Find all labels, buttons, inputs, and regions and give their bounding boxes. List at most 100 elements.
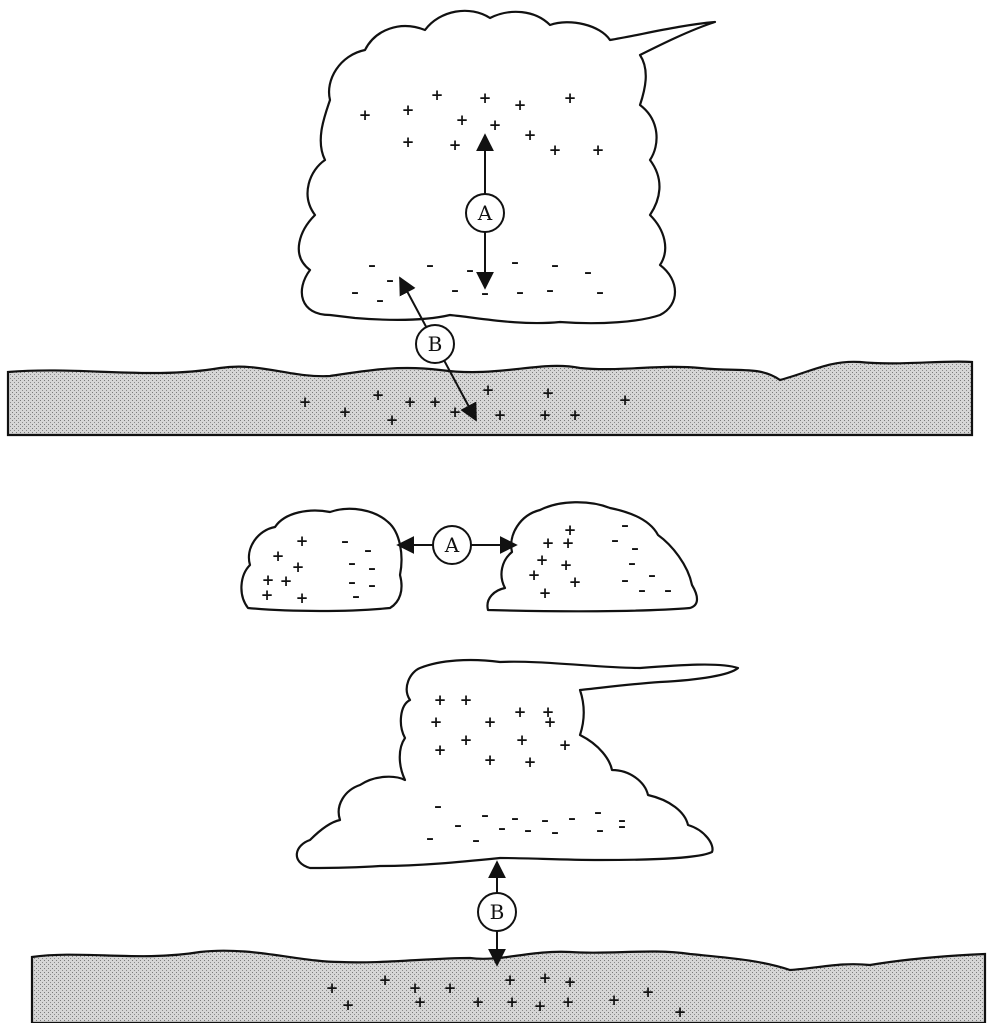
anvil-negative-charge: – (618, 811, 626, 829)
bottom-ground-positive-charge: + (562, 993, 575, 1011)
top-label-a: A (465, 193, 505, 233)
top-cloud-negative-charge: – (368, 256, 376, 274)
anvil-negative-charge: – (511, 809, 519, 827)
left-cloud-negative-charge: – (348, 573, 356, 591)
top-cloud-positive-charge: + (564, 89, 577, 107)
right-small-cloud (486, 501, 699, 613)
right-cloud-positive-charge: + (528, 566, 541, 584)
bottom-panel: A B (30, 501, 987, 1023)
top-ground-positive-charge: + (339, 403, 352, 421)
top-cloud-positive-charge: + (514, 96, 527, 114)
left-cloud-positive-charge: + (272, 547, 285, 565)
bottom-anvil-cloud (295, 658, 740, 870)
anvil-positive-charge: + (434, 741, 447, 759)
left-cloud-positive-charge: + (280, 572, 293, 590)
top-label-b: B (415, 324, 455, 364)
right-cloud-negative-charge: – (631, 539, 639, 557)
top-cloud-positive-charge: + (402, 101, 415, 119)
right-cloud-negative-charge: – (648, 566, 656, 584)
top-cloud-negative-charge: – (466, 261, 474, 279)
top-cloud-negative-charge: – (351, 283, 359, 301)
anvil-positive-charge: + (542, 703, 555, 721)
anvil-negative-charge: – (568, 809, 576, 827)
top-cloud-negative-charge: – (386, 271, 394, 289)
right-cloud-positive-charge: + (542, 534, 555, 552)
right-cloud-positive-charge: + (569, 573, 582, 591)
left-cloud-negative-charge: – (352, 587, 360, 605)
top-thundercloud (297, 9, 717, 325)
anvil-negative-charge: – (551, 823, 559, 841)
top-cloud-negative-charge: – (376, 291, 384, 309)
left-cloud-negative-charge: – (341, 532, 349, 550)
top-cloud-positive-charge: + (456, 111, 469, 129)
anvil-negative-charge: – (524, 821, 532, 839)
bottom-ground-positive-charge: + (504, 971, 517, 989)
top-cloud-positive-charge: + (402, 133, 415, 151)
top-cloud-negative-charge: – (546, 281, 554, 299)
top-cloud-positive-charge: + (449, 136, 462, 154)
left-cloud-negative-charge: – (364, 541, 372, 559)
right-cloud-negative-charge: – (611, 531, 619, 549)
top-cloud-positive-charge: + (489, 116, 502, 134)
right-cloud-negative-charge: – (621, 516, 629, 534)
top-ground-positive-charge: + (482, 381, 495, 399)
bottom-ground-positive-charge: + (539, 969, 552, 987)
bottom-label-b: B (477, 892, 517, 932)
left-cloud-positive-charge: + (296, 589, 309, 607)
anvil-negative-charge: – (594, 803, 602, 821)
anvil-positive-charge: + (460, 691, 473, 709)
right-cloud-negative-charge: – (628, 554, 636, 572)
top-ground-positive-charge: + (386, 411, 399, 429)
bottom-ground-surface (30, 949, 987, 1023)
top-ground-positive-charge: + (539, 406, 552, 424)
anvil-negative-charge: – (426, 829, 434, 847)
top-ground-surface (6, 360, 974, 437)
anvil-positive-charge: + (516, 731, 529, 749)
bottom-ground-positive-charge: + (342, 996, 355, 1014)
bottom-ground-positive-charge: + (534, 997, 547, 1015)
right-cloud-negative-charge: – (638, 581, 646, 599)
left-small-cloud (240, 507, 403, 613)
top-ground-positive-charge: + (299, 393, 312, 411)
top-ground-positive-charge: + (429, 393, 442, 411)
top-cloud-positive-charge: + (359, 106, 372, 124)
anvil-positive-charge: + (559, 736, 572, 754)
left-cloud-negative-charge: – (348, 554, 356, 572)
anvil-positive-charge: + (484, 751, 497, 769)
right-cloud-negative-charge: – (664, 581, 672, 599)
right-cloud-negative-charge: – (621, 571, 629, 589)
top-ground-positive-charge: + (449, 403, 462, 421)
anvil-positive-charge: + (484, 713, 497, 731)
bottom-label-a: A (432, 525, 472, 565)
anvil-negative-charge: – (498, 819, 506, 837)
right-cloud-positive-charge: + (562, 534, 575, 552)
top-cloud-positive-charge: + (549, 141, 562, 159)
anvil-positive-charge: + (434, 691, 447, 709)
left-cloud-positive-charge: + (292, 558, 305, 576)
top-ground-positive-charge: + (619, 391, 632, 409)
left-cloud-positive-charge: + (296, 532, 309, 550)
top-ground-positive-charge: + (404, 393, 417, 411)
top-cloud-negative-charge: – (516, 283, 524, 301)
left-cloud-positive-charge: + (262, 571, 275, 589)
top-cloud-negative-charge: – (426, 256, 434, 274)
anvil-negative-charge: – (596, 821, 604, 839)
anvil-negative-charge: – (472, 831, 480, 849)
anvil-negative-charge: – (618, 817, 626, 835)
anvil-positive-charge: + (544, 713, 557, 731)
top-cloud-negative-charge: – (596, 283, 604, 301)
anvil-positive-charge: + (514, 703, 527, 721)
svg-text:A: A (444, 533, 460, 557)
top-ground-positive-charge: + (372, 386, 385, 404)
bottom-ground-positive-charge: + (444, 979, 457, 997)
anvil-positive-charge: + (460, 731, 473, 749)
bottom-ground-positive-charge: + (506, 993, 519, 1011)
left-cloud-negative-charge: – (368, 559, 376, 577)
right-cloud-positive-charge: + (560, 556, 573, 574)
top-ground-positive-charge: + (569, 406, 582, 424)
top-cloud-positive-charge: + (592, 141, 605, 159)
svg-text:B: B (490, 900, 505, 924)
top-cloud-positive-charge: + (524, 126, 537, 144)
